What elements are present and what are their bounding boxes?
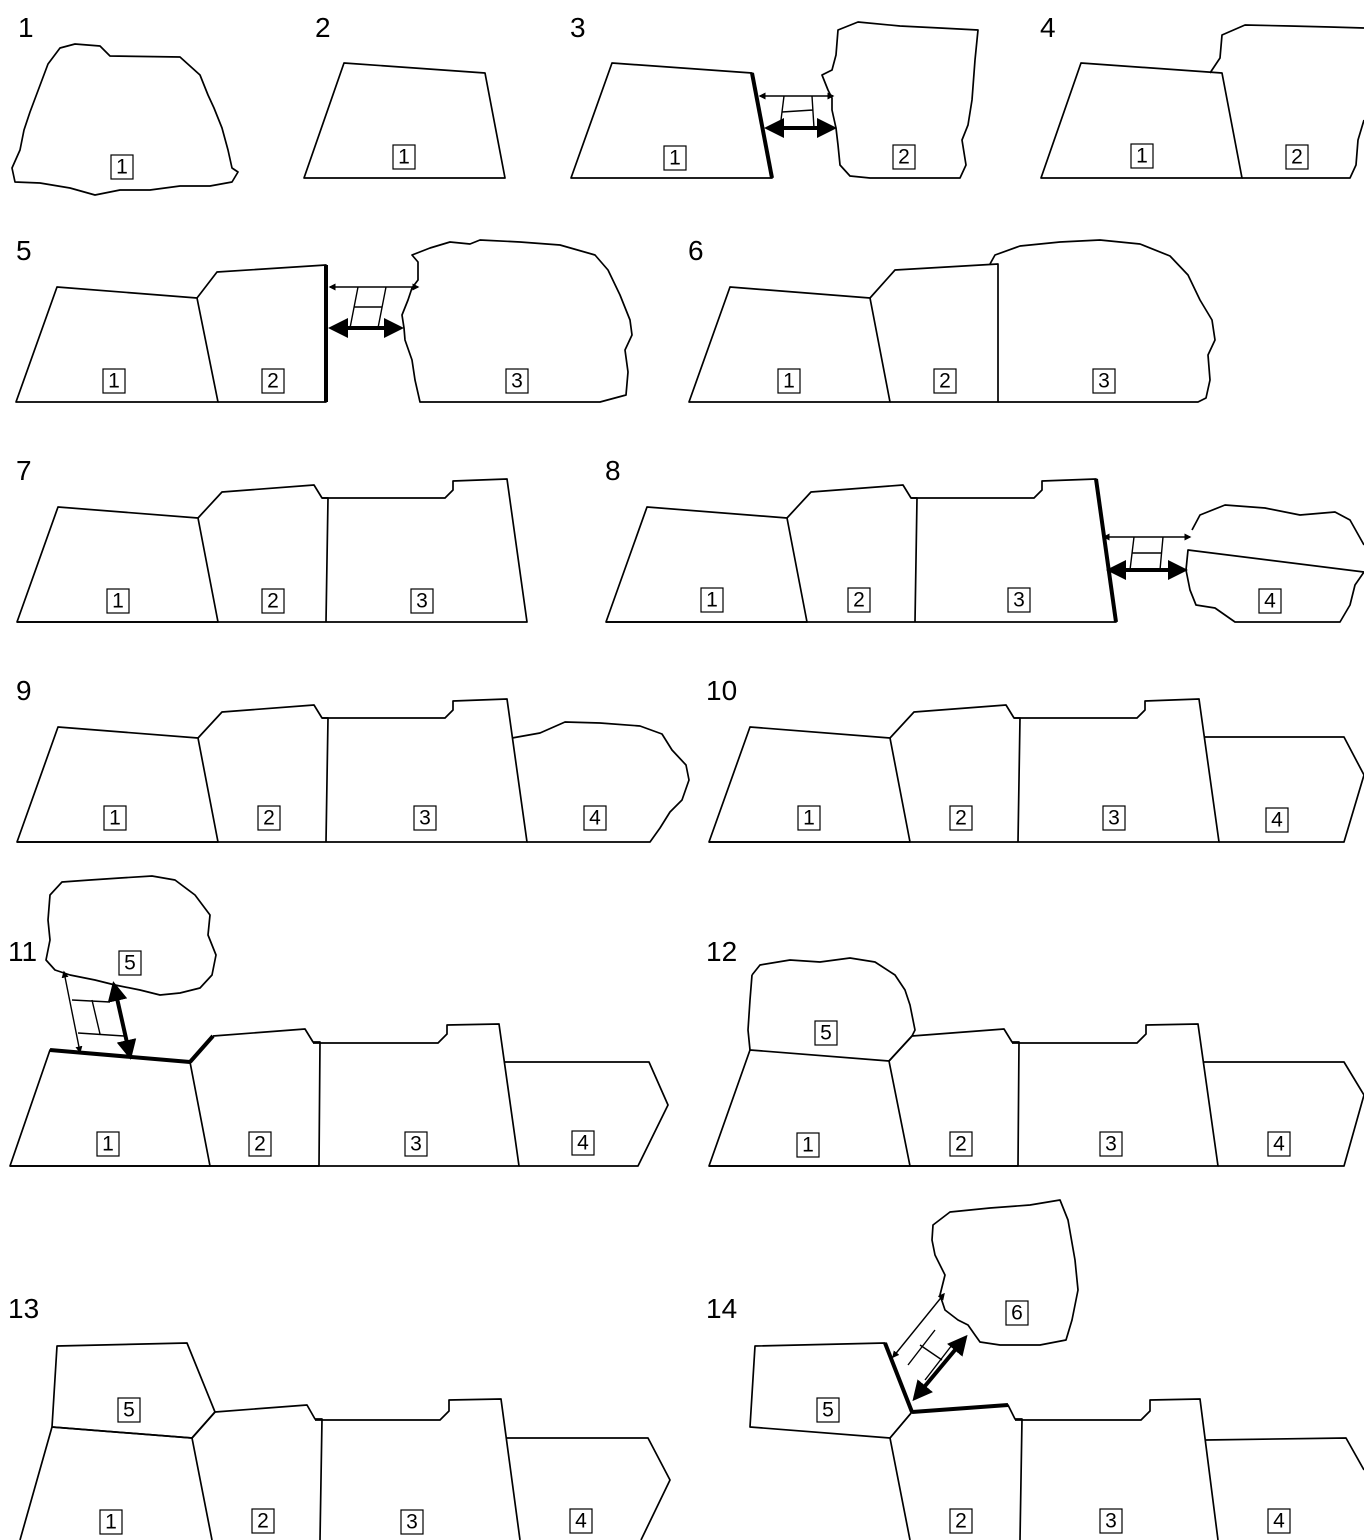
step-number: 3	[570, 12, 586, 43]
stone-label: 2	[267, 590, 279, 613]
stone-label: 3	[1098, 370, 1110, 393]
stone-label: 3	[1105, 1510, 1117, 1533]
stone-label: 5	[820, 1022, 832, 1045]
stone-label: 2	[263, 807, 275, 830]
panel-8: 8 1 2 3 4	[605, 455, 1364, 622]
panel-1: 1 1	[12, 12, 238, 195]
stone-label: 1	[105, 1511, 117, 1534]
stone-label: 2	[955, 1510, 967, 1533]
stone-label: 2	[939, 370, 951, 393]
panel-2: 2 1	[304, 12, 505, 178]
stone-label: 1	[669, 147, 681, 170]
stone-label: 4	[577, 1132, 589, 1155]
step-number: 2	[315, 12, 331, 43]
stone-label: 1	[783, 370, 795, 393]
stone-label: 3	[416, 590, 428, 613]
rough-stone-5	[46, 876, 216, 995]
stone-label: 2	[853, 589, 865, 612]
dressed-stone-5	[52, 1343, 215, 1438]
stone-label: 2	[257, 1510, 269, 1533]
stone-label: 2	[955, 1133, 967, 1156]
panel-10: 10 1 2 3 4	[706, 675, 1364, 842]
panel-9: 9 1 2 3 4	[16, 675, 689, 842]
stone-label: 5	[822, 1399, 834, 1422]
stone-label: 1	[116, 156, 128, 179]
step-number: 1	[18, 12, 34, 43]
dressed-stone-4	[1206, 1438, 1364, 1470]
step-number: 6	[688, 235, 704, 266]
step-number: 11	[8, 936, 37, 967]
step-number: 14	[706, 1293, 737, 1324]
stone-label: 3	[419, 807, 431, 830]
stone-label: 1	[803, 807, 815, 830]
stone-label: 4	[1271, 809, 1283, 832]
panel-6: 6 1 2 3	[688, 235, 1215, 402]
panel-12: 12 5 1 2 3 4	[706, 936, 1364, 1166]
stone-label: 4	[1273, 1510, 1285, 1533]
stone-label: 1	[109, 807, 121, 830]
step-number: 9	[16, 675, 32, 706]
panel-13: 13 5 1 2 3 4	[8, 1293, 670, 1540]
step-number: 8	[605, 455, 621, 486]
stone-label: 4	[589, 807, 601, 830]
dressed-stone-5	[750, 1343, 912, 1438]
panel-4: 4 1 2	[1040, 12, 1364, 178]
stone-label: 2	[254, 1133, 266, 1156]
stone-label: 3	[511, 370, 523, 393]
stone-label: 1	[802, 1134, 814, 1157]
stone-label: 5	[124, 952, 136, 975]
step-number: 10	[706, 675, 737, 706]
stone-label: 3	[1108, 807, 1120, 830]
stone-label: 5	[123, 1399, 135, 1422]
stone-label: 4	[1273, 1133, 1285, 1156]
step-number: 13	[8, 1293, 39, 1324]
stone-label: 1	[398, 146, 410, 169]
stone-label: 3	[410, 1133, 422, 1156]
rough-stone-6	[932, 1200, 1078, 1345]
stone-label: 1	[108, 370, 120, 393]
step-number: 5	[16, 235, 32, 266]
stone-label: 2	[1291, 146, 1303, 169]
stone-label: 4	[575, 1510, 587, 1533]
panel-5: 5 1 2 3	[16, 235, 632, 402]
panel-3: 3 1 2	[570, 12, 978, 178]
stone-label: 1	[1136, 145, 1148, 168]
stone-label: 2	[267, 370, 279, 393]
panel-11: 11 5 1 2 3 4	[8, 876, 668, 1166]
stone-label: 3	[1105, 1133, 1117, 1156]
stone-label: 1	[102, 1133, 114, 1156]
stone-label: 2	[955, 807, 967, 830]
step-number: 12	[706, 936, 737, 967]
stone-label: 2	[898, 146, 910, 169]
step-number: 4	[1040, 12, 1056, 43]
stone-label: 1	[706, 589, 718, 612]
stone-label: 1	[112, 590, 124, 613]
panel-7: 7 1 2 3	[16, 455, 527, 622]
stone-label: 3	[406, 1511, 418, 1534]
stone-label: 3	[1013, 589, 1025, 612]
panel-14: 14 6 5 2 3 4	[706, 1200, 1364, 1540]
step-number: 7	[16, 455, 32, 486]
stone-label: 6	[1011, 1302, 1023, 1325]
stone-label: 4	[1264, 590, 1276, 613]
